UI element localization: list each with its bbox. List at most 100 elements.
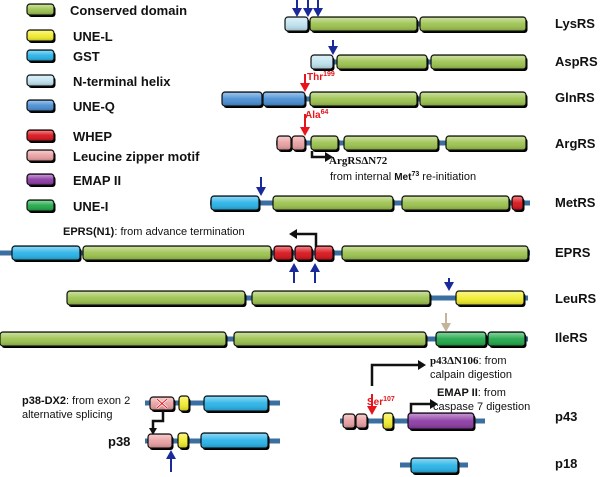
argrs-leucine-zipper-2-gloss — [293, 137, 304, 149]
lysrs-cleavage-arrow-1-head — [292, 8, 302, 17]
asprs-n-helix-gloss — [312, 56, 332, 68]
ilers-une-i-2-gloss — [489, 333, 524, 345]
p43-delta-n106-note: p43ΔN106: from — [430, 355, 507, 367]
lysrs-conserved-1-gloss — [311, 18, 416, 30]
label-leurs: LeuRS — [555, 291, 597, 306]
legend-swatch-lzip-gloss — [28, 151, 53, 160]
emap-caspase-arrow-head — [430, 399, 438, 409]
protein-rows — [0, 0, 530, 475]
row-argrs — [276, 114, 528, 162]
p38-dx2-gst-gloss — [205, 397, 267, 410]
ilers-une-i-1-gloss — [437, 333, 485, 345]
legend-item-whep: WHEP — [26, 129, 112, 144]
glnrs-une-q-2-gloss — [264, 93, 304, 105]
caspase-note: caspase 7 digestion — [433, 401, 530, 413]
label-glnrs: GlnRS — [555, 90, 595, 105]
p38-gst-gloss — [202, 434, 267, 447]
glnrs-une-q-1-gloss — [223, 93, 261, 105]
label-eprs: EPRS — [555, 245, 591, 260]
label-lysrs: LysRS — [555, 16, 595, 31]
asprs-conserved-1-gloss — [338, 56, 426, 68]
eprs-termination-arrow-head — [289, 229, 297, 239]
legend-label-emap: EMAP II — [73, 173, 121, 188]
metrs-cleavage-arrow-head — [256, 187, 266, 196]
leurs-cleavage-arrow-head — [444, 282, 454, 291]
p43-leucine-zipper-1-gloss — [344, 415, 354, 427]
label-metrs: MetRS — [555, 195, 596, 210]
legend-swatch-une_l-gloss — [28, 31, 53, 40]
ilers-cleavage-arrow-head — [441, 323, 451, 332]
legend-item-conserved: Conserved domain — [26, 3, 187, 18]
leurs-conserved-2-gloss — [253, 292, 429, 304]
p43-emap-ii-gloss — [409, 414, 473, 428]
label-ilers: IleRS — [555, 330, 588, 345]
legend-swatch-emap-gloss — [28, 175, 53, 184]
emap-caspase-arrow-shaft — [409, 402, 430, 413]
metrs-conserved-2-gloss — [403, 197, 508, 209]
glnrs-conserved-1-gloss — [311, 93, 416, 105]
thr199-arrow-head — [300, 83, 310, 92]
legend-item-une_q: UNE-Q — [26, 99, 115, 114]
argrs-leucine-zipper-1-gloss — [278, 137, 290, 149]
legend-item-emap: EMAP II — [26, 173, 121, 188]
legend-swatch-une_q-gloss — [28, 101, 53, 110]
legend-swatch-conserved-gloss — [28, 5, 53, 14]
eprs-cleavage-arrow-2-head — [310, 263, 320, 272]
label-asprs: AspRS — [555, 54, 598, 69]
row-metrs — [210, 177, 530, 212]
legend-item-gst: GST — [26, 49, 100, 64]
legend-swatch-whep-gloss — [28, 131, 53, 140]
argrs-conserved-2-gloss — [345, 137, 437, 149]
asprs-cleavage-arrow-head — [328, 46, 338, 55]
row-ilers — [0, 313, 528, 348]
lysrs-cleavage-arrow-3-head — [313, 8, 323, 17]
p38-dx2-note: p38-DX2: from exon 2 — [22, 395, 130, 407]
argrs-reinitiation-note: from internal Met73 re-initiation — [330, 171, 476, 183]
p43-leucine-zipper-2-gloss — [357, 415, 366, 427]
legend-item-lzip: Leucine zipper motif — [26, 149, 200, 164]
legend-label-conserved: Conserved domain — [70, 3, 187, 18]
legend-item-nhelix: N-terminal helix — [26, 74, 171, 89]
argrs-reinitiation-arrow-shaft — [310, 151, 325, 159]
p38-splicing-arrow-head — [149, 428, 157, 435]
legend-swatch-une_i-gloss — [28, 201, 53, 210]
legend-label-une_l: UNE-L — [73, 29, 113, 44]
label-p18: p18 — [555, 456, 577, 471]
argrs-delta-n72-label: ArgRSΔN72 — [329, 155, 388, 167]
ala64-arrow-head — [300, 127, 310, 136]
eprs-cleavage-arrow-1-head — [289, 263, 299, 272]
row-p43 — [340, 360, 485, 431]
eprs-n1-note: EPRS(N1): from advance termination — [63, 226, 245, 238]
ilers-conserved-1-gloss — [1, 333, 225, 345]
lysrs-cleavage-arrow-2-head — [303, 8, 313, 17]
legend-label-lzip: Leucine zipper motif — [73, 149, 200, 164]
legend-label-une_i: UNE-I — [73, 199, 108, 214]
p38-dx2-une-l-gloss — [180, 397, 188, 410]
row-p38 — [145, 432, 280, 472]
p38-dx2-note-2: alternative splicing — [22, 409, 113, 421]
annotations: Thr199 Ala64 ArgRSΔN72 from internal Met… — [22, 71, 530, 421]
eprs-whep-2-gloss — [296, 247, 311, 259]
protein-labels: LysRS AspRS GlnRS ArgRS MetRS EPRS LeuRS… — [108, 16, 598, 471]
row-p38-dx2 — [145, 395, 280, 435]
argrs-reinitiation-arrow-head — [325, 152, 333, 162]
legend-label-whep: WHEP — [73, 129, 112, 144]
metrs-whep-gloss — [513, 197, 522, 209]
p38-splicing-arrow-shaft — [151, 411, 165, 428]
deleted-x-icon-inner — [156, 398, 168, 409]
calpain-note: calpain digestion — [430, 369, 512, 381]
ilers-conserved-2-gloss — [235, 333, 425, 345]
p18-gst-gloss — [412, 459, 457, 472]
lysrs-conserved-2-gloss — [421, 18, 525, 30]
row-asprs — [310, 40, 528, 71]
eprs-whep-1-gloss — [275, 247, 291, 259]
argrs-conserved-3-gloss — [447, 137, 525, 149]
eprs-conserved-1-gloss — [84, 247, 270, 259]
label-argrs: ArgRS — [555, 136, 596, 151]
thr199-label: Thr199 — [307, 71, 335, 83]
row-p18 — [400, 457, 468, 475]
p43-une-l-gloss — [384, 414, 392, 428]
argrs-conserved-1-gloss — [312, 137, 337, 149]
glnrs-conserved-2-gloss — [421, 93, 525, 105]
